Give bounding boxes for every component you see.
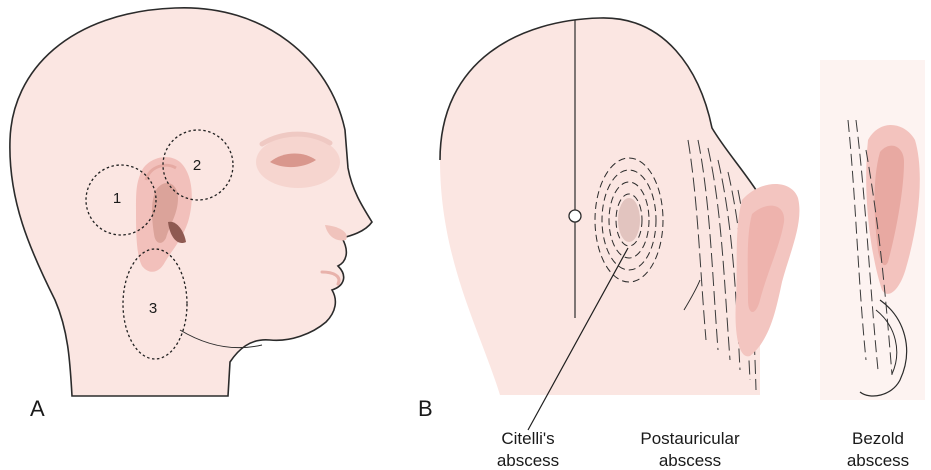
panel-b-label: B [418, 396, 433, 421]
caption-citelli-line2: abscess [497, 451, 559, 470]
region-2-number: 2 [193, 157, 201, 174]
region-1-number: 1 [113, 190, 121, 207]
head-b-silhouette [440, 18, 760, 395]
panel-a-label: A [30, 396, 45, 421]
region-3-number: 3 [149, 300, 157, 317]
panel-a-illustration [10, 8, 372, 396]
caption-bezold-line2: abscess [847, 451, 909, 470]
caption-postauricular-line1: Postauricular [640, 429, 740, 448]
citelli-abscess-core [618, 198, 640, 242]
caption-bezold-line1: Bezold [852, 429, 904, 448]
caption-citelli-line1: Citelli's [501, 429, 554, 448]
caption-postauricular-line2: abscess [659, 451, 721, 470]
midline-marker [569, 210, 581, 222]
panel-b-illustration [440, 18, 925, 400]
